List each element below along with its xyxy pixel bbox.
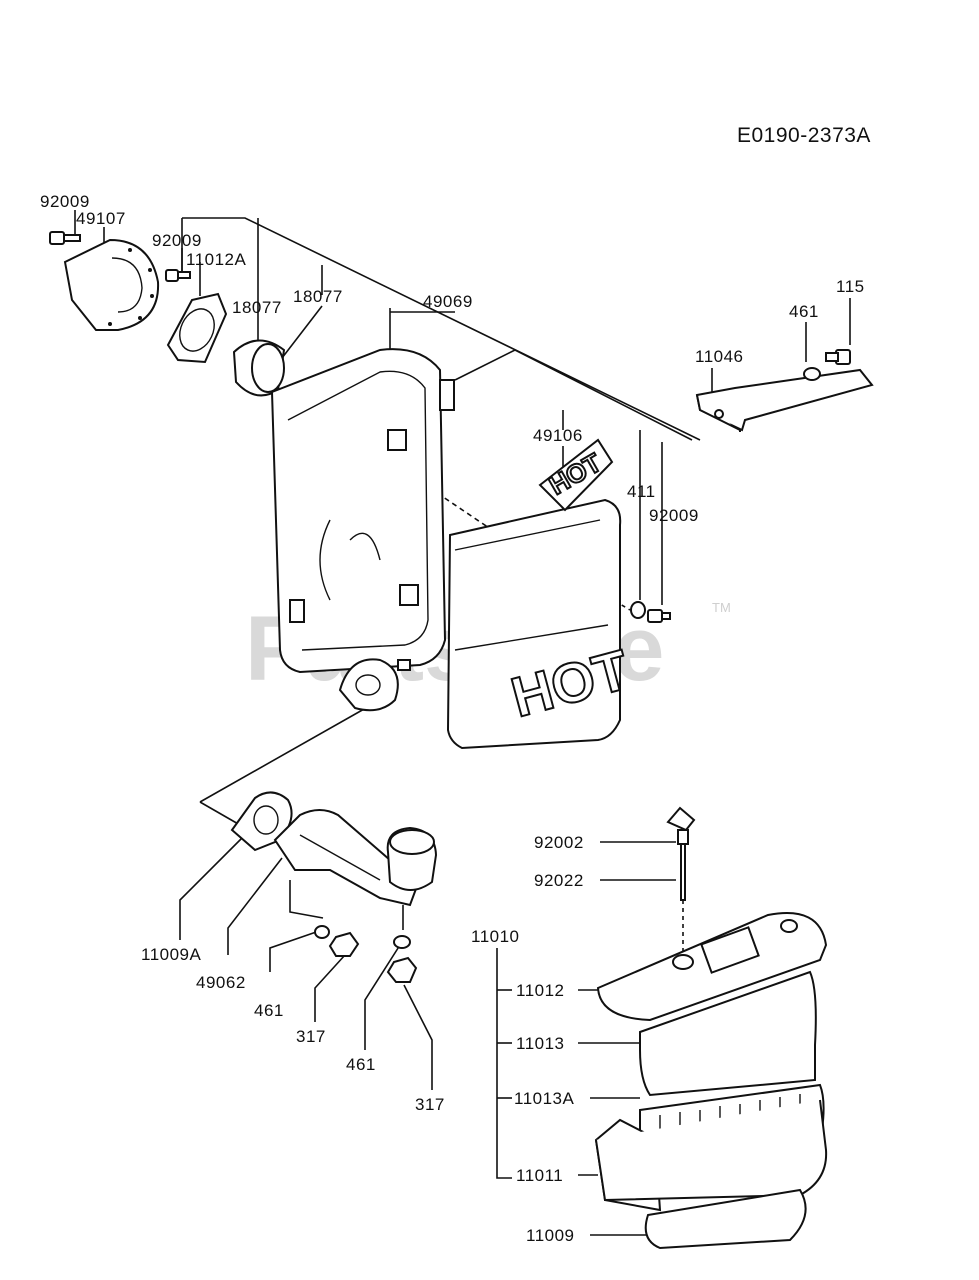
bolt-92009-b — [165, 269, 191, 282]
label-18077-a: 18077 — [232, 298, 282, 317]
washer-411 — [630, 601, 646, 619]
label-49069: 49069 — [423, 292, 473, 311]
muffler-flange — [338, 658, 411, 712]
label-49107: 49107 — [76, 209, 126, 228]
label-461-c: 461 — [346, 1055, 376, 1074]
gasket-11009 — [644, 1188, 807, 1250]
label-92009-c: 92009 — [649, 506, 699, 525]
label-11012a: 11012A — [186, 250, 247, 269]
leader-lines — [74, 210, 851, 1236]
label-317-a: 317 — [296, 1027, 326, 1046]
washer-461-c — [393, 935, 411, 949]
label-18077-b: 18077 — [293, 287, 343, 306]
air-cleaner-cover-11012 — [596, 912, 828, 1022]
label-317-b: 317 — [415, 1095, 445, 1114]
label-11009: 11009 — [526, 1226, 575, 1245]
label-92009-a: 92009 — [40, 192, 90, 211]
foam-element-11013 — [639, 970, 817, 1097]
bracket-11046 — [695, 368, 874, 432]
sleeve-18077 — [232, 339, 286, 397]
label-461-a: 461 — [789, 302, 819, 321]
label-92022: 92022 — [534, 871, 584, 890]
label-11013: 11013 — [516, 1034, 565, 1053]
label-11012: 11012 — [516, 981, 565, 1000]
exhaust-pipe-49062 — [273, 809, 438, 907]
label-11009a: 11009A — [141, 945, 202, 964]
label-11013a: 11013A — [514, 1089, 575, 1108]
bolt-92009-a — [49, 231, 81, 245]
watermark-trademark: TM — [712, 600, 731, 615]
washer-461-b — [314, 925, 330, 939]
label-11046: 11046 — [695, 347, 744, 366]
label-115: 115 — [836, 277, 865, 296]
label-49062: 49062 — [196, 973, 246, 992]
washer-461-a — [803, 367, 821, 381]
heat-shield-49106: HOT HOT — [446, 438, 636, 750]
base-11011 — [594, 1099, 828, 1212]
part-labels: 92009 49107 92009 11012A 18077 18077 490… — [40, 192, 865, 1245]
wing-bolt-92002 — [666, 806, 696, 901]
label-92002: 92002 — [534, 833, 584, 852]
gasket-11012a — [166, 292, 228, 364]
muffler-49069 — [270, 348, 455, 674]
label-92009-b: 92009 — [152, 231, 202, 250]
bolt-115 — [825, 349, 851, 365]
exhaust-guard-49107 — [63, 238, 160, 331]
nut-317-b — [386, 956, 418, 983]
reference-code: E0190-2373A — [737, 124, 871, 147]
label-11010: 11010 — [471, 927, 520, 946]
nut-317-a — [328, 931, 360, 957]
label-49106: 49106 — [533, 426, 583, 445]
label-461-b: 461 — [254, 1001, 284, 1020]
label-411: 411 — [627, 482, 656, 501]
label-11011: 11011 — [516, 1166, 563, 1185]
bolt-92009-c — [647, 609, 671, 623]
